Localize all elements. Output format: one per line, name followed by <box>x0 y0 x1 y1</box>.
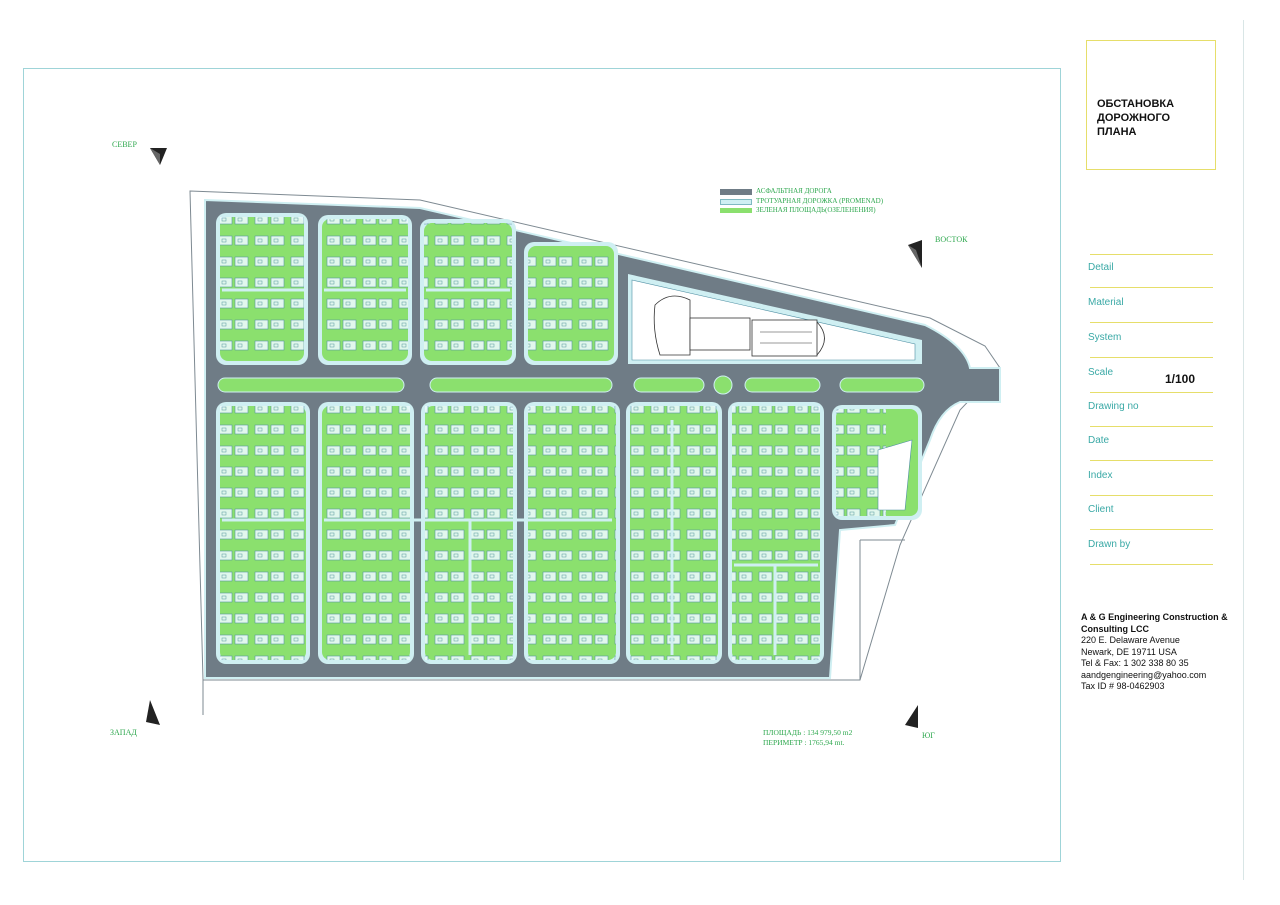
field-underline <box>1090 392 1213 393</box>
field-underline <box>1090 322 1213 323</box>
company-name-1: A & G Engineering Construction & <box>1081 612 1228 622</box>
field-index: Index <box>1080 462 1213 496</box>
upper-blocks <box>216 213 922 365</box>
legend-swatch-road <box>720 189 752 195</box>
field-label: Index <box>1088 470 1113 481</box>
area-value: ПЛОЩАДЬ : 134 979,50 m2 <box>763 728 853 737</box>
drawing-frame <box>23 68 1061 862</box>
title-line-2: ДОРОЖНОГО ПЛАНА <box>1097 112 1171 138</box>
field-underline <box>1090 426 1213 427</box>
field-date: Date <box>1080 427 1213 461</box>
field-drawn-by: Drawn by <box>1080 531 1213 565</box>
company-info: A & G Engineering Construction & Consult… <box>1081 612 1251 693</box>
field-label: System <box>1088 332 1122 343</box>
company-address-2: Newark, DE 19711 USA <box>1081 646 1177 657</box>
field-system: System <box>1080 324 1213 358</box>
field-label: Client <box>1088 504 1114 515</box>
field-client: Client <box>1080 496 1213 530</box>
field-top-line <box>1090 254 1213 255</box>
company-phone: Tel & Fax: 1 302 338 80 35 <box>1081 658 1189 668</box>
west-arrow <box>146 700 160 725</box>
field-scale: Scale 1/100 <box>1080 359 1213 393</box>
perimeter-value: ПЕРИМЕТР : 1765,94 mt. <box>763 738 845 747</box>
east-arrow <box>908 240 922 268</box>
field-material: Material <box>1080 289 1213 323</box>
field-detail: Detail <box>1080 254 1213 288</box>
west-label: ЗАПАД <box>110 728 137 737</box>
field-label: Drawn by <box>1088 539 1131 550</box>
company-address-1: 220 E. Delaware Avenue <box>1081 635 1180 645</box>
title-line-1: ОБСТАНОВКА <box>1097 98 1175 110</box>
field-label: Detail <box>1088 262 1114 273</box>
field-underline <box>1090 495 1213 496</box>
field-label: Scale <box>1088 367 1114 378</box>
east-label: ВОСТОК <box>935 235 968 244</box>
south-label: ЮГ <box>922 731 935 740</box>
drawing-title: ОБСТАНОВКА ДОРОЖНОГО ПЛАНА <box>1097 97 1212 139</box>
field-underline <box>1090 287 1213 288</box>
field-value: 1/100 <box>1165 372 1196 386</box>
title-block: ОБСТАНОВКА ДОРОЖНОГО ПЛАНА <box>1086 40 1216 170</box>
company-name-2: Consulting LCC <box>1081 623 1149 634</box>
company-email: aandgengineering@yahoo.com <box>1081 669 1207 680</box>
lower-blocks <box>216 402 922 664</box>
legend-label-road: АСФАЛЬТНАЯ ДОРОГА <box>756 187 832 195</box>
field-drawing-no: Drawing no <box>1080 393 1213 427</box>
field-label: Date <box>1088 435 1110 446</box>
legend-label-green: ЗЕЛЕНАЯ ПЛОЩАДЬ(ОЗЕЛЕНЕНИЯ) <box>756 206 876 214</box>
south-arrow <box>905 705 918 728</box>
field-underline <box>1090 529 1213 530</box>
legend-label-sidewalk: ТРОТУАРНАЯ ДОРОЖКА (PROMENAD) <box>756 197 884 205</box>
field-underline <box>1090 564 1213 565</box>
legend-swatch-sidewalk <box>720 199 752 205</box>
field-underline <box>1090 357 1213 358</box>
median-strip <box>217 375 925 395</box>
field-underline <box>1090 460 1213 461</box>
company-tax-id: Tax ID # 98-0462903 <box>1081 681 1165 691</box>
north-arrow <box>150 148 167 165</box>
legend-swatch-green <box>720 208 752 213</box>
promenades <box>222 288 818 655</box>
field-label: Material <box>1088 297 1124 308</box>
field-label: Drawing no <box>1088 401 1139 412</box>
north-label: СЕВЕР <box>112 140 137 149</box>
sheet-edge-line <box>1243 20 1244 880</box>
